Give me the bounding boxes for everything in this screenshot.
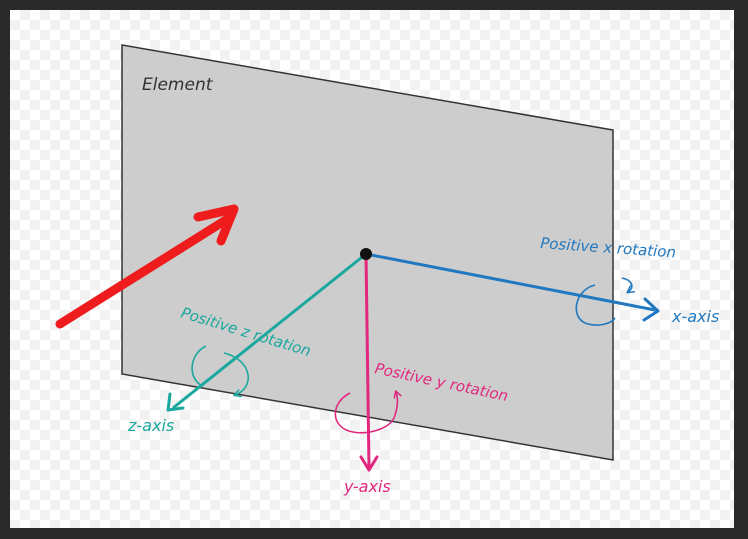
arrow-icon [55, 204, 239, 329]
y-axis-label: y-axis [343, 477, 391, 496]
y-rotation-icon [334, 392, 397, 434]
x-rotation-icon [575, 277, 632, 326]
z-axis-label: z-axis [127, 416, 174, 435]
z-rotation-icon [191, 345, 249, 395]
x-axis [365, 252, 660, 322]
z-axis [166, 252, 367, 412]
diagram-canvas: Element x-axis Positive x rotation [10, 10, 734, 528]
dot-icon [360, 248, 372, 260]
x-axis-label: x-axis [671, 307, 719, 326]
rotation-diagram: Element x-axis Positive x rotation [55, 44, 719, 496]
element-label: Element [142, 75, 214, 95]
